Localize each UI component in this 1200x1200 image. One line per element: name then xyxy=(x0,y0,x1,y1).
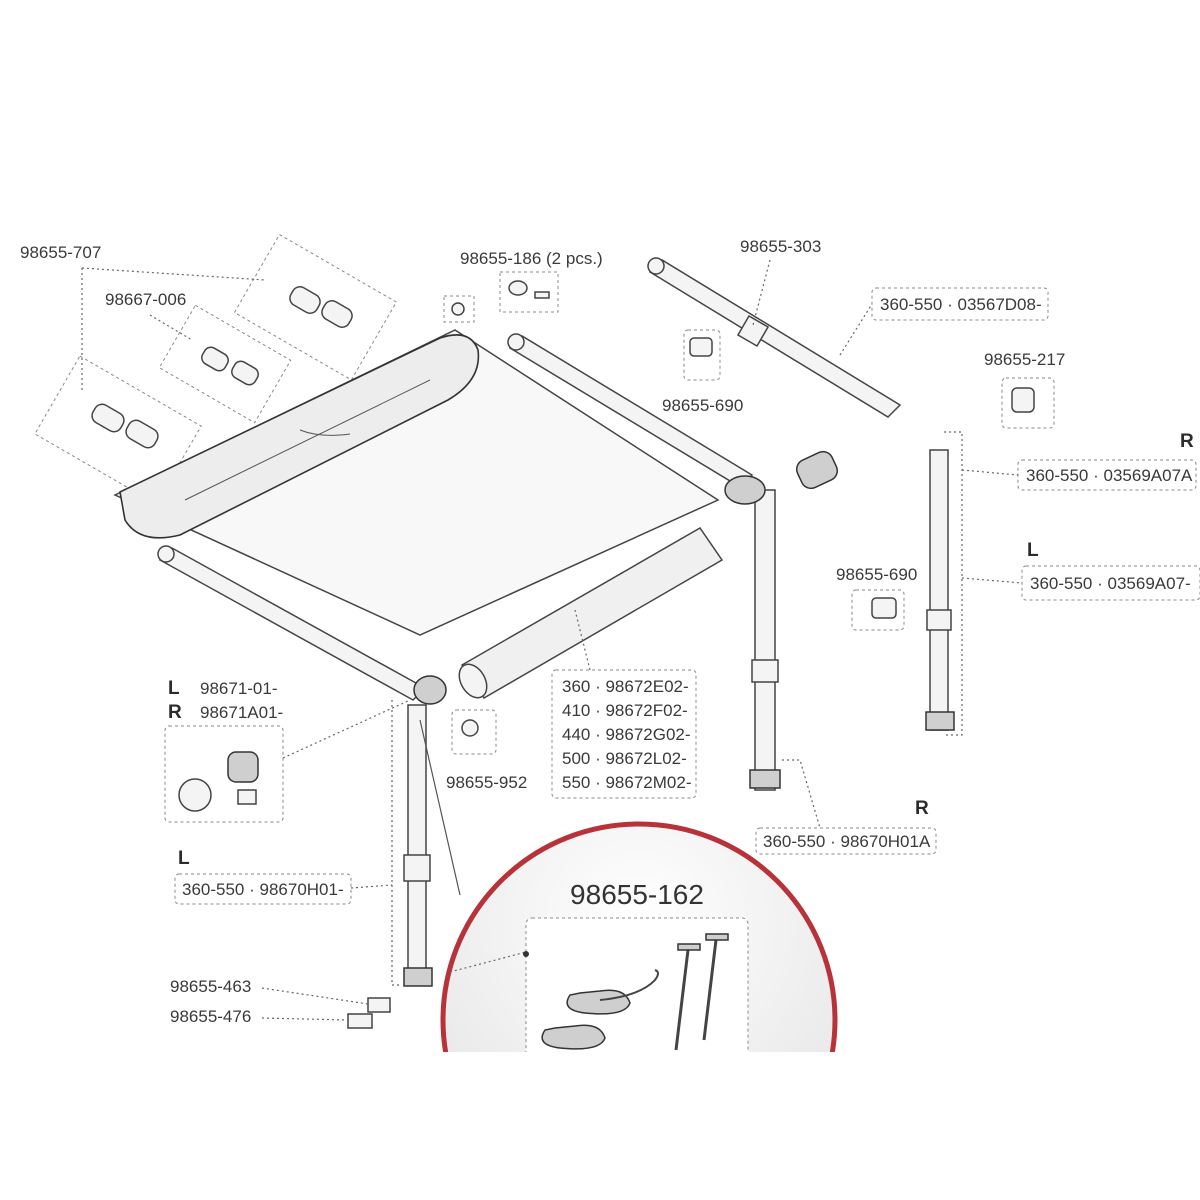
bracket-set-707 xyxy=(233,233,398,381)
foot-piece-476 xyxy=(347,1013,373,1029)
peg-1 xyxy=(674,949,690,1051)
fabric-roll xyxy=(119,334,480,539)
label-03567D08: 360-550 · 03567D08- xyxy=(880,295,1042,314)
end-cap-pieces xyxy=(443,271,559,323)
label-98655-690-mid: 98655-690 xyxy=(836,565,917,584)
label-98671A01: 98671A01- xyxy=(200,703,283,722)
label-R-leg: R xyxy=(915,798,929,819)
label-L-far: L xyxy=(1027,540,1039,561)
bracket-set-006 xyxy=(158,304,292,424)
leg-right-center xyxy=(724,475,781,791)
label-03569A07A: 360-550 · 03569A07A xyxy=(1026,466,1193,485)
label-98670H01: 360-550 · 98670H01- xyxy=(182,880,344,899)
middle-bar xyxy=(507,333,754,488)
label-R-far: R xyxy=(1180,431,1194,452)
bracket-parts-box xyxy=(164,725,284,823)
label-L-leg: L xyxy=(178,848,190,869)
peg-2 xyxy=(702,939,718,1041)
tube-code-440: 440 · 98672G02- xyxy=(562,725,691,744)
kit-magnifier xyxy=(440,821,838,1052)
top-bar xyxy=(647,257,902,418)
label-98655-476: 98655-476 xyxy=(170,1007,251,1026)
label-98667-006: 98667-006 xyxy=(105,290,186,309)
label-98655-952: 98655-952 xyxy=(446,773,527,792)
strap-2 xyxy=(541,1024,606,1050)
gear-piece xyxy=(795,450,839,490)
label-98671-01: 98671-01- xyxy=(200,679,278,698)
label-98655-707: 98655-707 xyxy=(20,243,101,262)
tube-code-500: 500 · 98672L02- xyxy=(562,749,687,768)
label-98670H01A: 360-550 · 98670H01A xyxy=(763,832,931,851)
label-98655-186: 98655-186 (2 pcs.) xyxy=(460,249,603,268)
strap-1 xyxy=(566,989,631,1015)
kit-label: 98655-162 xyxy=(570,879,704,910)
foot-piece-463 xyxy=(367,997,391,1013)
label-98655-217: 98655-217 xyxy=(984,350,1065,369)
roller-tube xyxy=(458,527,724,700)
tube-code-410: 410 · 98672F02- xyxy=(562,701,688,720)
label-98655-690-top: 98655-690 xyxy=(662,396,743,415)
label-L-bracket: L xyxy=(168,678,180,699)
awning-canvas xyxy=(113,329,720,636)
tube-code-360: 360 · 98672E02- xyxy=(562,677,689,696)
tube-code-550: 550 · 98672M02- xyxy=(562,773,691,792)
leg-left xyxy=(403,675,461,987)
label-03569A07: 360-550 · 03569A07- xyxy=(1030,574,1191,593)
label-R-bracket: R xyxy=(168,702,182,723)
kit-box xyxy=(525,917,749,1052)
bracket-set-lower xyxy=(34,355,202,505)
leg-right-far xyxy=(925,449,955,731)
label-98655-303: 98655-303 xyxy=(740,237,821,256)
label-98655-463: 98655-463 xyxy=(170,977,251,996)
